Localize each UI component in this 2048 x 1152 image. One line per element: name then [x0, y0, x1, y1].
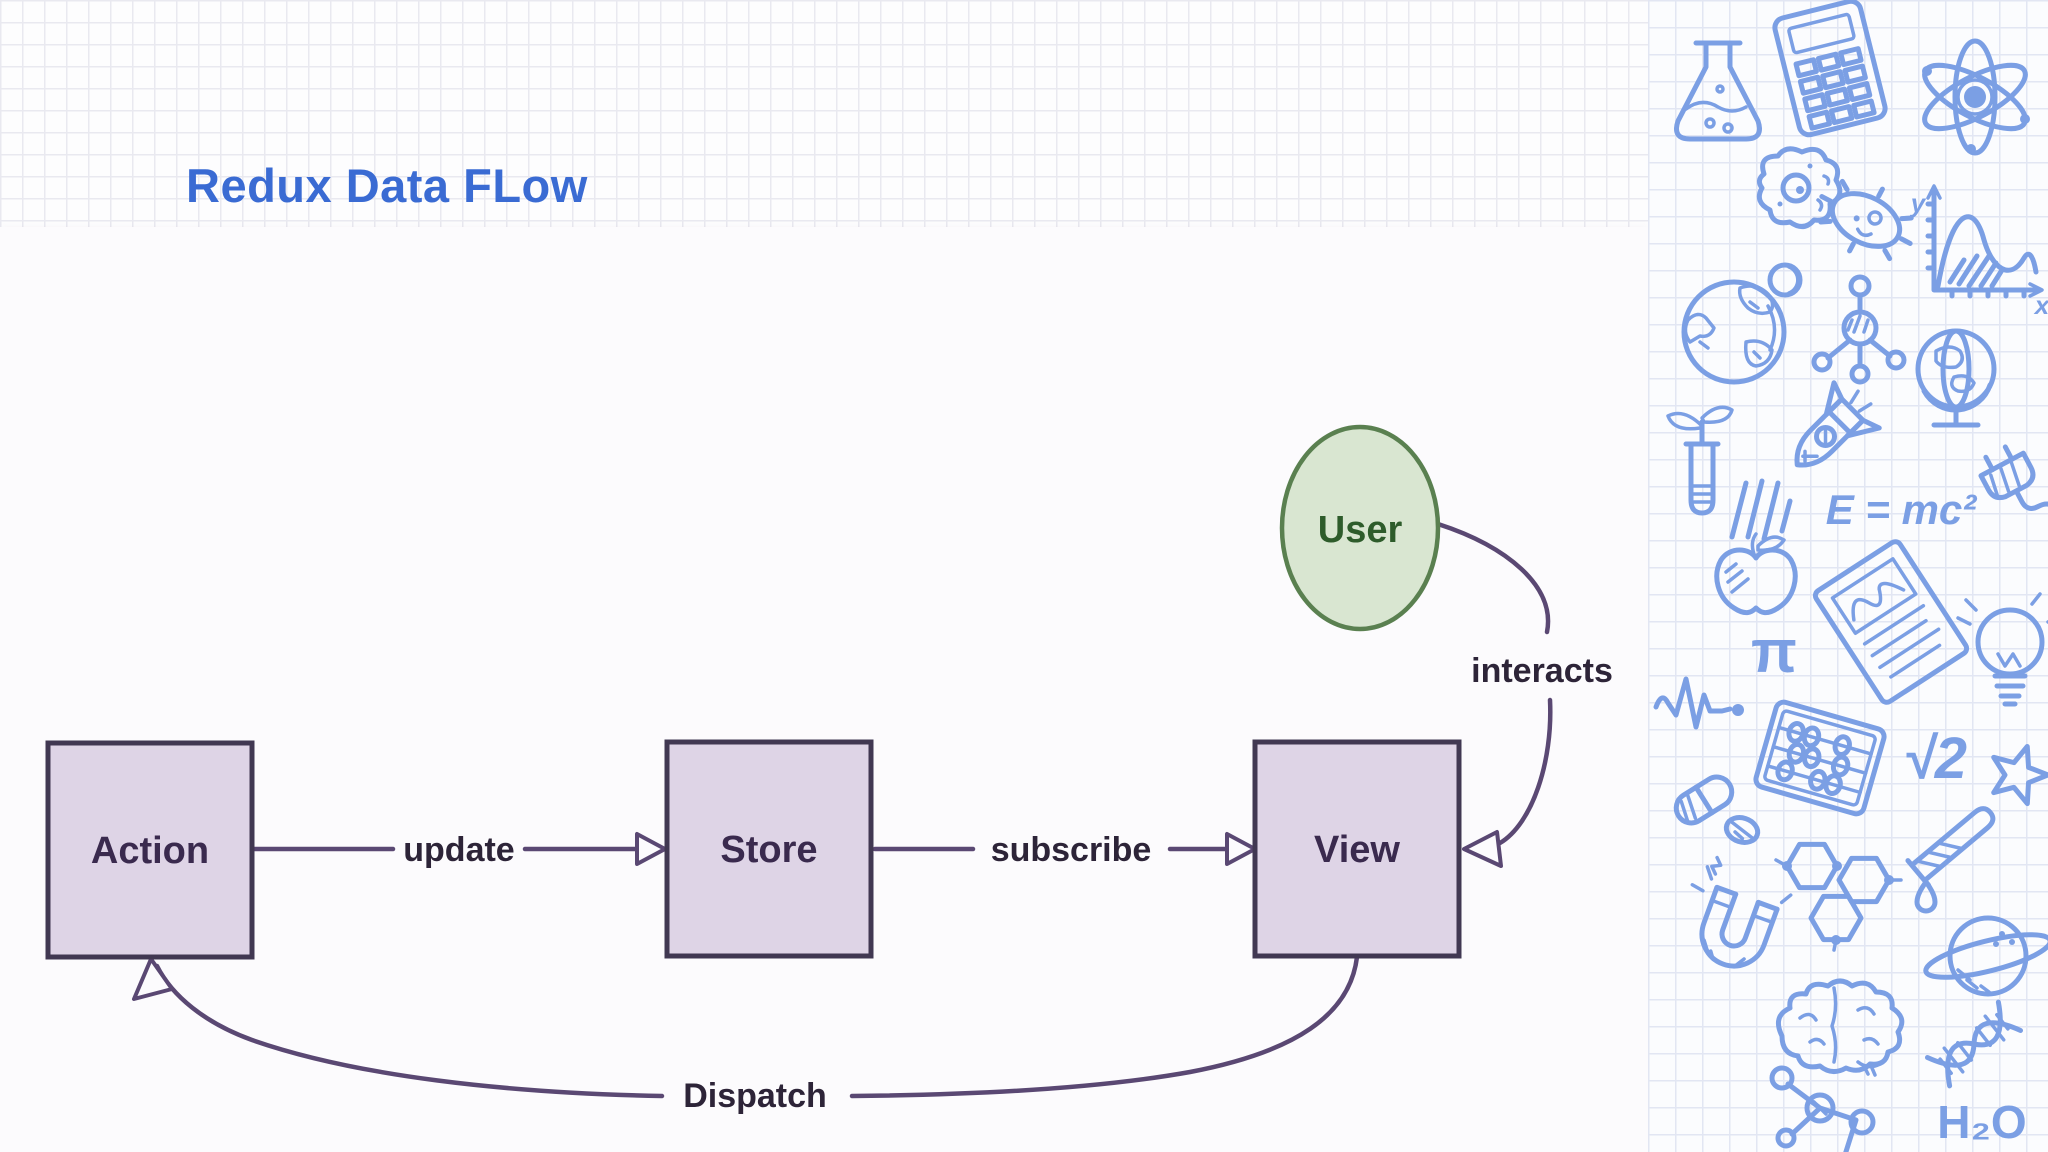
- abacus-icon: [1753, 699, 1887, 817]
- star-icon: [1991, 744, 2048, 807]
- node-store: Store: [664, 739, 874, 959]
- node-view: View: [1252, 739, 1462, 959]
- edge-subscribe: subscribe: [872, 831, 1257, 869]
- edge-dispatch: Dispatch: [132, 954, 1360, 1115]
- edge-label-update: update: [403, 831, 514, 869]
- edge-label-interacts: interacts: [1471, 652, 1613, 690]
- ecg-pulse-icon: [1653, 676, 1744, 730]
- earth-icon: [1681, 279, 1787, 385]
- node-user: User: [1279, 424, 1441, 632]
- stats-chart-icon: y x: [1909, 184, 2048, 320]
- molecule-icon: [1769, 1065, 1876, 1152]
- page-title: Redux Data FLow: [186, 159, 588, 212]
- calculator-icon: [1772, 0, 1888, 138]
- cell-icon: [1756, 146, 1843, 229]
- svg-text:y: y: [1909, 188, 1927, 218]
- apple-icon: [1714, 532, 1798, 616]
- diagram-card: update subscribe interacts Di: [0, 227, 1648, 1152]
- emc2-formula: E = mc²: [1826, 486, 1978, 533]
- dispatch-arrowhead-icon: [132, 957, 174, 1001]
- magnet-icon: [1690, 855, 1793, 969]
- node-store-label: Store: [720, 829, 817, 871]
- update-arrowhead-icon: [635, 832, 667, 866]
- lightbulb-icon: [1956, 592, 2048, 707]
- sqrt2-formula: √2: [1903, 726, 1967, 791]
- benzene-rings-icon: [1774, 841, 1903, 952]
- science-doodle-panel: y x: [1648, 0, 2048, 1152]
- notebook-icon: [1812, 539, 1970, 705]
- node-action: Action: [45, 740, 255, 960]
- molecule-node-icon: [1811, 274, 1907, 385]
- edge-interacts: interacts: [1435, 521, 1613, 868]
- saturn-icon: [1923, 915, 2048, 997]
- node-action-label: Action: [91, 830, 209, 872]
- h2o-formula: H₂O: [1937, 1096, 2026, 1148]
- svg-text:x: x: [2033, 290, 2048, 320]
- pill-capsule-icon: [1673, 774, 1761, 845]
- subscribe-arrowhead-icon: [1225, 832, 1257, 866]
- water-drop-icon: [1914, 879, 1938, 914]
- brain-icon: [1775, 978, 1905, 1077]
- edge-label-subscribe: subscribe: [991, 831, 1152, 869]
- node-view-label: View: [1314, 829, 1400, 871]
- electric-plug-icon: [1978, 444, 2048, 532]
- dna-icon: [1924, 999, 2024, 1089]
- bacteria-icon: [1818, 178, 1914, 262]
- plant-test-tube-icon: [1666, 405, 1734, 516]
- pi-icon: π: [1751, 618, 1797, 685]
- edge-label-dispatch: Dispatch: [683, 1077, 827, 1115]
- moon-icon: [1767, 262, 1803, 298]
- flask-icon: [1674, 40, 1762, 142]
- interacts-arrowhead-icon: [1462, 830, 1503, 868]
- triple-lines-icon: [1729, 478, 1793, 542]
- edge-update: update: [249, 831, 667, 869]
- node-user-label: User: [1318, 509, 1403, 551]
- test-tube-icon: [1905, 806, 1996, 888]
- desk-globe-icon: [1915, 328, 1997, 428]
- rocket-icon: [1794, 380, 1882, 468]
- atom-icon: [1922, 38, 2030, 156]
- redux-flow-diagram: update subscribe interacts Di: [45, 424, 1613, 1115]
